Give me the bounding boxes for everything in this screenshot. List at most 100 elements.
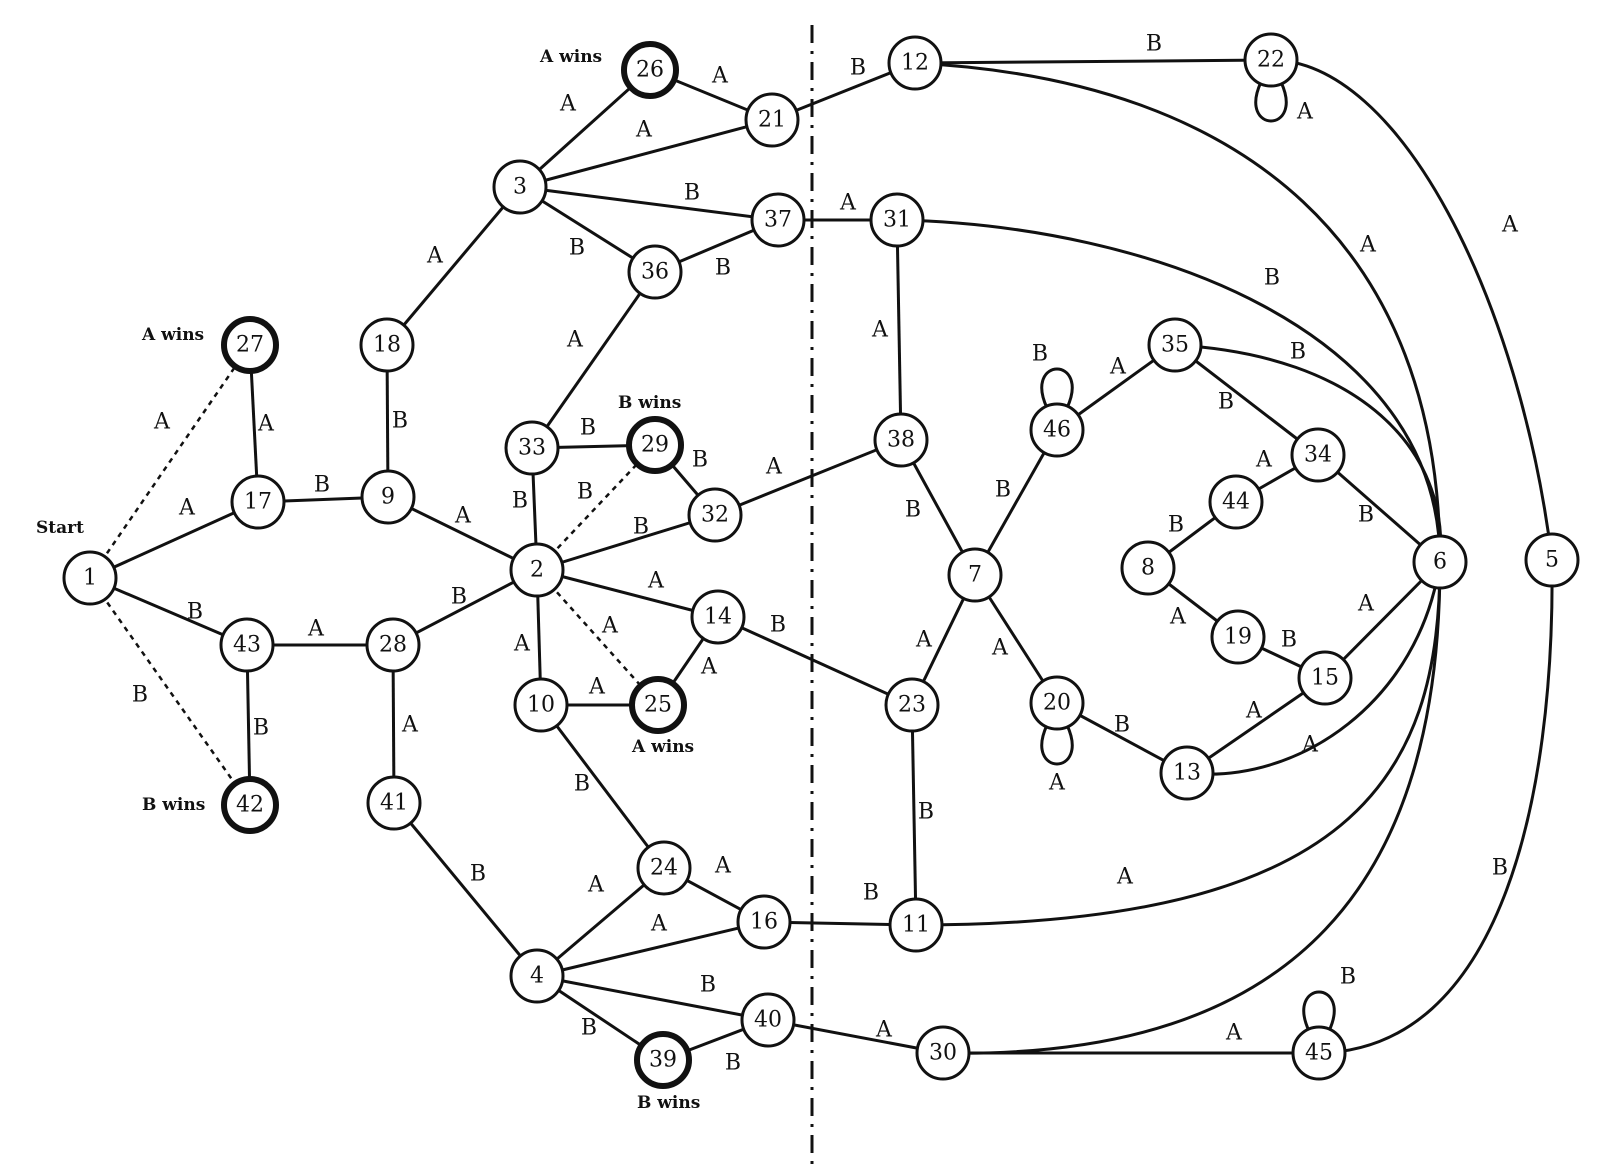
- edge-14-23: [717, 615, 913, 707]
- state-node-circle-11: [888, 897, 944, 953]
- state-node-label-31: 31: [883, 208, 911, 233]
- state-node-circle-10: [513, 677, 569, 733]
- state-node-label-38: 38: [887, 428, 915, 453]
- edge-36-33: [530, 271, 657, 449]
- state-node-label-14: 14: [704, 605, 732, 630]
- edge-label-28-2: B: [451, 585, 467, 610]
- edge-label-10-25: A: [588, 675, 606, 700]
- state-node-45: 45: [1291, 1025, 1347, 1081]
- state-node-circle-12: [887, 35, 943, 91]
- state-node-circle-43: [219, 617, 275, 673]
- state-node-17: 17: [230, 474, 286, 530]
- edge-label-8-19: A: [1169, 605, 1187, 630]
- edge-label-9-2: A: [454, 504, 472, 529]
- state-node-circle-45: [1291, 1025, 1347, 1081]
- state-node-label-3: 3: [513, 175, 527, 200]
- edge-label-4-16: A: [650, 912, 668, 937]
- state-node-circle-20: [1029, 675, 1085, 731]
- state-node-circle-24: [636, 840, 692, 896]
- state-node-label-2: 2: [530, 558, 544, 583]
- edge-label-21-12: B: [850, 56, 866, 81]
- state-node-circle-44: [1208, 474, 1264, 530]
- state-node-21: 21: [744, 92, 800, 148]
- state-node-circle-7: [947, 547, 1003, 603]
- edge-3-26: [518, 68, 652, 189]
- state-node-15: 15: [1297, 650, 1353, 706]
- state-node-10: 10: [513, 677, 569, 733]
- edge-32-38: [714, 438, 902, 517]
- edge-12-22: [914, 58, 1272, 65]
- self-loop-45: [1302, 990, 1336, 1032]
- edge-label-34-6: B: [1358, 503, 1374, 528]
- win-annotation-39: B wins: [637, 1093, 700, 1113]
- state-node-44: 44: [1208, 474, 1264, 530]
- edge-23-11: [910, 704, 918, 926]
- state-node-3: 3: [492, 159, 548, 215]
- edge-label-19-15: B: [1281, 628, 1297, 653]
- state-node-circle-41: [366, 775, 422, 831]
- edge-label-9-18: B: [392, 409, 408, 434]
- edge-label-28-41: A: [401, 713, 419, 738]
- state-node-2: 2: [509, 542, 565, 598]
- state-node-label-17: 17: [244, 490, 272, 515]
- win-annotation-42: B wins: [142, 795, 205, 815]
- edge-30-6: [942, 561, 1442, 1055]
- state-node-label-13: 13: [1173, 761, 1201, 786]
- edge-label-24-16: A: [714, 854, 732, 879]
- state-node-label-15: 15: [1311, 666, 1339, 691]
- state-node-label-20: 20: [1043, 691, 1071, 716]
- state-node-label-9: 9: [381, 485, 395, 510]
- edge-label-3-37: B: [684, 181, 700, 206]
- state-node-label-16: 16: [750, 910, 778, 935]
- edges-layer: [88, 58, 1554, 1062]
- state-node-circle-35: [1147, 317, 1203, 373]
- edge-label-13-15: A: [1245, 699, 1263, 724]
- edge-label-12-22: B: [1146, 32, 1162, 57]
- state-node-label-39: 39: [649, 1048, 677, 1073]
- state-node-18: 18: [359, 317, 415, 373]
- state-node-circle-25: [629, 676, 687, 734]
- edge-35-34: [1174, 343, 1319, 457]
- edge-label-46-35: A: [1109, 355, 1127, 380]
- state-node-label-7: 7: [968, 563, 982, 588]
- state-node-label-34: 34: [1304, 443, 1332, 468]
- edge-35-6: [1174, 343, 1443, 563]
- edge-label-17-9: B: [314, 473, 330, 498]
- edge-2-25: [536, 569, 659, 706]
- loops-layer: [1040, 81, 1336, 1032]
- state-node-label-30: 30: [929, 1041, 957, 1066]
- self-loop-20: [1040, 724, 1074, 766]
- edge-label-39-40: B: [725, 1051, 741, 1076]
- state-node-label-41: 41: [380, 791, 408, 816]
- state-node-38: 38: [873, 412, 929, 468]
- state-node-13: 13: [1159, 745, 1215, 801]
- edge-22-5: [1270, 58, 1554, 561]
- state-node-circle-13: [1159, 745, 1215, 801]
- edge-18-3: [385, 186, 522, 346]
- state-node-circle-37: [750, 192, 806, 248]
- state-node-label-35: 35: [1161, 333, 1189, 358]
- edge-label-2-14: A: [647, 569, 665, 594]
- edge-label-2-29: B: [577, 480, 593, 505]
- edge-label-23-11: B: [918, 800, 934, 825]
- state-node-circle-14: [690, 589, 746, 645]
- state-node-16: 16: [736, 894, 792, 950]
- edge-label-12-6: A: [1359, 233, 1377, 258]
- win-annotation-26: A wins: [539, 47, 602, 67]
- edge-label-1-27: A: [153, 410, 171, 435]
- state-node-circle-39: [634, 1031, 692, 1089]
- state-node-circle-6: [1412, 534, 1468, 590]
- edge-label-32-38: A: [765, 455, 783, 480]
- state-node-label-43: 43: [233, 633, 261, 658]
- edge-3-21: [519, 118, 773, 189]
- edge-label-43-28: A: [307, 617, 325, 642]
- state-node-43: 43: [219, 617, 275, 673]
- state-node-46: 46: [1029, 402, 1085, 458]
- state-node-circle-33: [504, 420, 560, 476]
- edge-label-3-36: B: [569, 236, 585, 261]
- state-node-7: 7: [947, 547, 1003, 603]
- state-node-12: 12: [887, 35, 943, 91]
- state-node-5: 5: [1524, 532, 1580, 588]
